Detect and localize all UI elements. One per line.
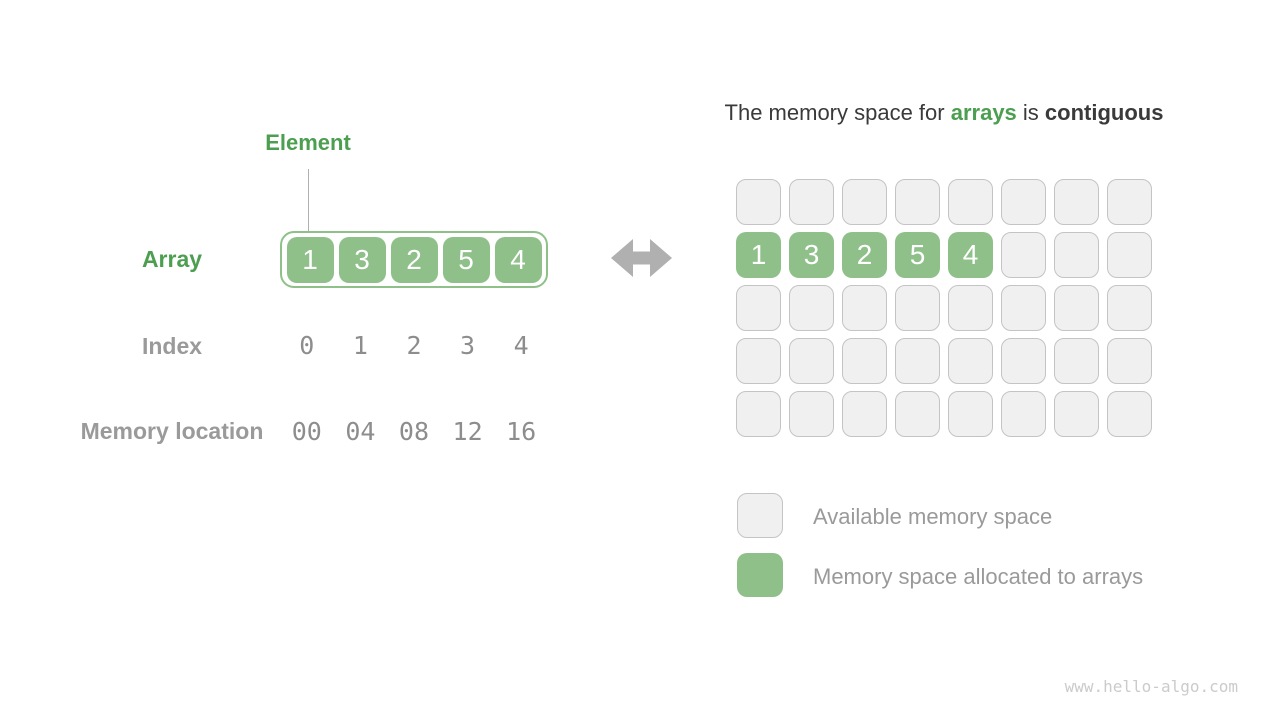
memory-cell-available — [789, 391, 834, 437]
array-cell: 2 — [390, 236, 438, 283]
title-bold-contiguous: contiguous — [1044, 100, 1164, 125]
memory-location-value: 08 — [398, 417, 430, 446]
memory-cell-available — [1054, 179, 1099, 225]
memory-cell-available — [1107, 391, 1152, 437]
memory-cell-available — [1107, 179, 1152, 225]
index-value: 3 — [460, 331, 476, 360]
memory-location-value: 04 — [345, 417, 376, 446]
memory-cell-available — [1001, 285, 1046, 331]
memory-location-label: Memory location — [80, 418, 264, 444]
memory-cell-allocated: 4 — [948, 232, 993, 278]
memory-cell-available — [948, 391, 993, 437]
memory-cell-available — [948, 179, 993, 225]
memory-cell-available — [842, 391, 887, 437]
legend-available-label: Available memory space — [813, 504, 1053, 529]
array-cell: 1 — [286, 236, 334, 283]
memory-cell-available — [1054, 391, 1099, 437]
array-cell: 5 — [442, 236, 490, 283]
memory-cell-available — [895, 285, 940, 331]
index-value: 2 — [406, 331, 422, 360]
index-label: Index — [141, 333, 203, 359]
memory-cell-available — [895, 179, 940, 225]
memory-location-value: 00 — [291, 417, 322, 446]
element-pointer-line — [308, 169, 309, 231]
memory-cell-available — [789, 179, 834, 225]
memory-cell-available — [948, 338, 993, 384]
index-value: 0 — [299, 331, 315, 360]
memory-cell-available — [1054, 232, 1099, 278]
legend-allocated-swatch — [737, 553, 783, 597]
array-label: Array — [141, 246, 203, 272]
memory-cell-available — [789, 285, 834, 331]
index-value: 1 — [352, 331, 368, 360]
memory-cell-available — [1001, 179, 1046, 225]
memory-cell-available — [736, 391, 781, 437]
watermark: www.hello-algo.com — [1064, 677, 1238, 696]
memory-cell-available — [1054, 338, 1099, 384]
memory-title: The memory space for arrays is contiguou… — [636, 100, 1252, 126]
title-middle: is — [1016, 100, 1045, 125]
memory-cell-available — [1107, 338, 1152, 384]
memory-location-value: 12 — [452, 417, 483, 446]
memory-cell-available — [736, 285, 781, 331]
memory-cell-available — [1054, 285, 1099, 331]
index-row: 0 1 2 3 4 — [280, 331, 548, 360]
memory-location-value: 16 — [506, 417, 537, 446]
memory-cell-available — [1107, 285, 1152, 331]
memory-cell-available — [1001, 338, 1046, 384]
memory-cell-available — [895, 391, 940, 437]
double-arrow-icon — [611, 238, 672, 283]
element-label: Element — [265, 130, 351, 155]
legend-available-swatch — [737, 493, 783, 538]
legend-allocated-label: Memory space allocated to arrays — [813, 564, 1144, 589]
memory-cell-allocated: 2 — [842, 232, 887, 278]
memory-cell-available — [1107, 232, 1152, 278]
memory-cell-available — [736, 179, 781, 225]
memory-cell-allocated: 1 — [736, 232, 781, 278]
array-cell: 4 — [494, 236, 542, 283]
memory-cell-available — [789, 338, 834, 384]
memory-cell-available — [1001, 391, 1046, 437]
memory-cell-allocated: 5 — [895, 232, 940, 278]
memory-cell-available — [842, 179, 887, 225]
title-highlight-arrays: arrays — [950, 100, 1017, 125]
memory-cell-available — [736, 338, 781, 384]
memory-cell-available — [895, 338, 940, 384]
array-cell: 3 — [338, 236, 386, 283]
memory-cell-available — [842, 285, 887, 331]
title-prefix: The memory space for — [724, 100, 951, 125]
memory-location-row: 00 04 08 12 16 — [280, 417, 548, 446]
memory-cell-available — [1001, 232, 1046, 278]
index-value: 4 — [513, 331, 529, 360]
memory-cell-available — [842, 338, 887, 384]
memory-cell-available — [948, 285, 993, 331]
memory-cell-allocated: 3 — [789, 232, 834, 278]
